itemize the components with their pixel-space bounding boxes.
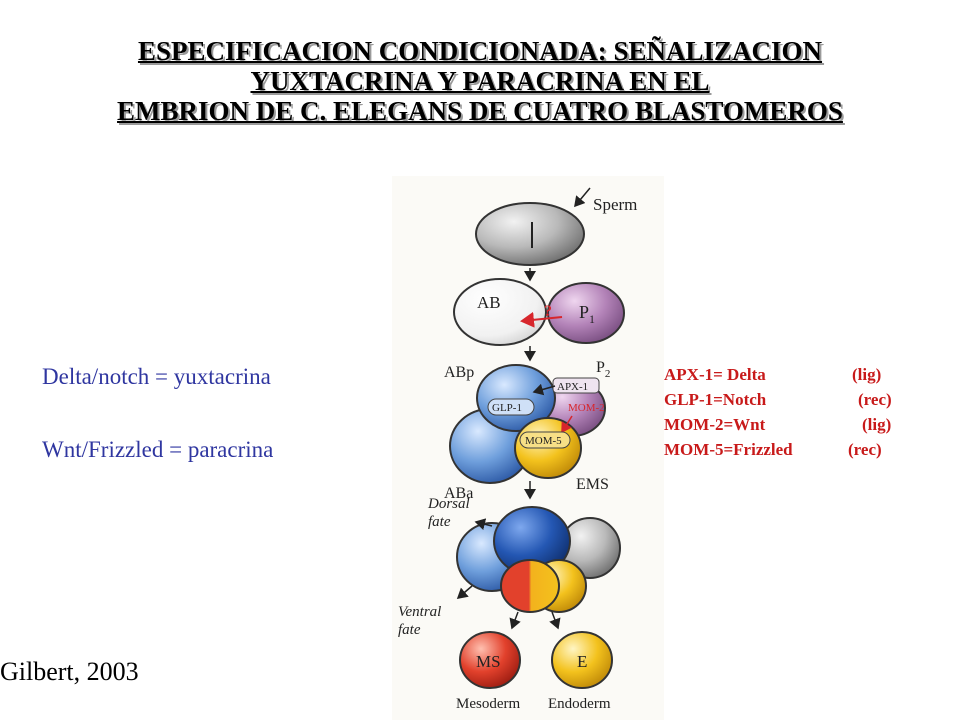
legend-term: GLP-1=Notch — [664, 390, 767, 409]
embryo-diagram: Sperm AB P1 ? ABp P2 APX-1 GLP-1 MOM-2 M… — [398, 187, 637, 712]
e-arrow — [549, 611, 561, 630]
ms-cell — [459, 631, 521, 689]
sperm-label: Sperm — [593, 195, 637, 214]
mom5-label: MOM-5 — [525, 435, 562, 447]
ems-label: EMS — [576, 476, 609, 493]
ms-arrow — [509, 611, 521, 630]
legend-term: APX-1= Delta — [664, 365, 766, 384]
title-line-1: ESPECIFICACION CONDICIONADA: SEÑALIZACIO… — [137, 36, 823, 66]
ms-precursor-cell — [500, 559, 560, 613]
p1-cell — [547, 282, 625, 344]
juxtacrine-note: Delta/notch = yuxtacrina — [42, 364, 271, 389]
ab-label: AB — [477, 293, 501, 312]
mom2-arrow — [561, 415, 573, 434]
title-line-2: YUXTACRINA Y PARACRINA EN EL — [250, 66, 710, 96]
legend-kind: (lig) — [862, 415, 892, 434]
p2-label: P2 — [596, 359, 610, 380]
slide-title: ESPECIFICACION CONDICIONADA: SEÑALIZACIO… — [0, 36, 960, 126]
apx1-arrow — [532, 383, 556, 396]
ventral-arrow — [456, 585, 473, 599]
paracrine-note: Wnt/Frizzled = paracrina — [42, 437, 274, 462]
legend-term: MOM-2=Wnt — [664, 415, 766, 434]
aba-label: ABa — [444, 485, 473, 502]
ms-label: MS — [476, 652, 501, 671]
legend-kind: (rec) — [848, 440, 882, 459]
question-label: ? — [544, 303, 552, 320]
mesoderm-label: Mesoderm — [456, 696, 520, 712]
glp1-badge — [487, 398, 535, 416]
p1-label: P1 — [579, 302, 595, 326]
legend-term: MOM-5=Frizzled — [664, 440, 793, 459]
apx1-badge — [552, 377, 600, 394]
apx1-label: APX-1 — [557, 381, 588, 393]
title-line-3: EMBRION DE C. ELEGANS DE CUATRO BLASTOME… — [117, 96, 843, 126]
embryo-figure: Sperm AB P1 ? ABp P2 APX-1 GLP-1 MOM-2 M… — [392, 176, 664, 720]
legend-kind: (rec) — [858, 390, 892, 409]
ab-cell — [453, 278, 547, 346]
dorsal-arrow — [474, 518, 493, 531]
sperm-arrow — [574, 187, 591, 208]
glp1-label: GLP-1 — [492, 402, 522, 414]
zygote-cell — [475, 202, 585, 266]
legend-kind: (lig) — [852, 365, 882, 384]
endoderm-label: Endoderm — [548, 696, 611, 712]
e-cell — [551, 631, 613, 689]
unknown-signal-arrow — [520, 311, 563, 328]
mom5-badge — [519, 431, 571, 449]
abp-label: ABp — [444, 364, 474, 381]
mom2-label: MOM-2 — [568, 402, 605, 414]
e-label: E — [577, 652, 587, 671]
citation: Gilbert, 2003 — [0, 657, 139, 686]
